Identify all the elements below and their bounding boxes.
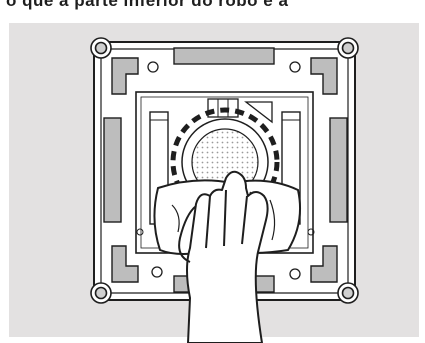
corner-pads <box>111 57 338 283</box>
caption-fragment: o que a parte inferior do robô e a <box>6 0 289 10</box>
corner-screw <box>90 37 359 304</box>
caption-strip: o que a parte inferior do robô e a <box>0 0 425 18</box>
small-holes <box>147 61 301 280</box>
hand-icon <box>178 170 269 343</box>
